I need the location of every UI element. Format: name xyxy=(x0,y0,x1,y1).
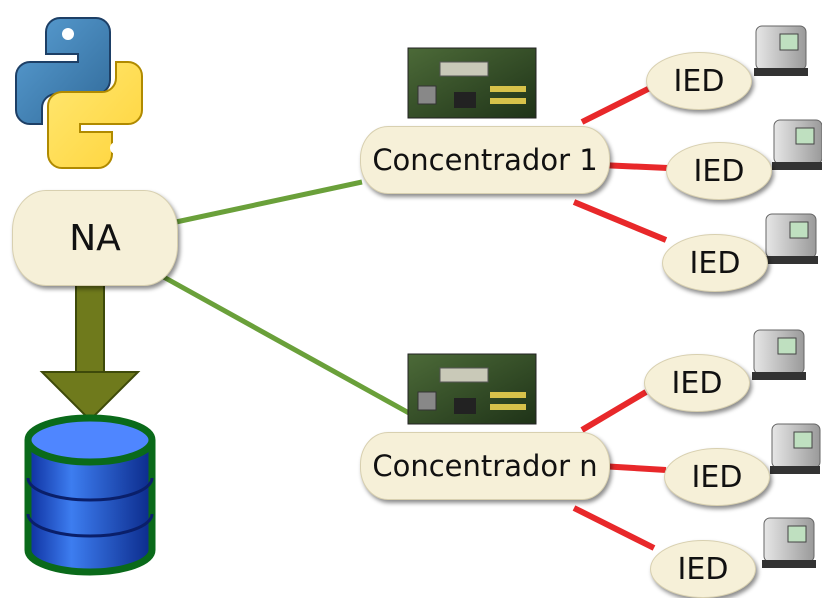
ied-label: IED xyxy=(691,459,743,495)
ied-node: IED xyxy=(666,142,772,200)
ied-label: IED xyxy=(673,63,725,99)
arrow-down-icon xyxy=(39,283,141,422)
database-icon xyxy=(24,414,156,576)
link-concn-ied-1 xyxy=(580,389,648,433)
meter-icon xyxy=(764,213,818,264)
link-conc1-ied-1 xyxy=(580,85,652,125)
ied-label: IED xyxy=(689,245,741,281)
link-conc1-ied-3 xyxy=(572,199,668,243)
na-node: NA xyxy=(12,190,178,286)
board-icon xyxy=(407,353,537,425)
concentrator-node-1: Concentrador 1 xyxy=(360,126,610,194)
ied-node: IED xyxy=(644,354,750,412)
ied-label: IED xyxy=(677,551,729,587)
link-concn-ied-3 xyxy=(572,505,656,551)
concentrator-node-n: Concentrador n xyxy=(360,432,610,500)
link-conc1-ied-2 xyxy=(599,162,669,171)
concentrator-label: Concentrador 1 xyxy=(372,143,598,177)
ied-node: IED xyxy=(664,448,770,506)
link-concn-ied-2 xyxy=(599,463,667,473)
ied-label: IED xyxy=(671,365,723,401)
board-icon xyxy=(407,47,537,119)
na-label: NA xyxy=(69,217,121,259)
ied-label: IED xyxy=(693,153,745,189)
ied-node: IED xyxy=(650,540,756,598)
link-na-conc-1 xyxy=(175,179,363,225)
meter-icon xyxy=(752,329,806,380)
link-na-conc-n xyxy=(158,272,420,421)
meter-icon xyxy=(772,119,822,170)
meter-icon xyxy=(762,517,816,568)
ied-node: IED xyxy=(646,52,752,110)
meter-icon xyxy=(754,25,808,76)
concentrator-label: Concentrador n xyxy=(372,449,598,483)
meter-icon xyxy=(770,423,821,474)
python-logo-icon xyxy=(15,17,143,169)
ied-node: IED xyxy=(662,234,768,292)
